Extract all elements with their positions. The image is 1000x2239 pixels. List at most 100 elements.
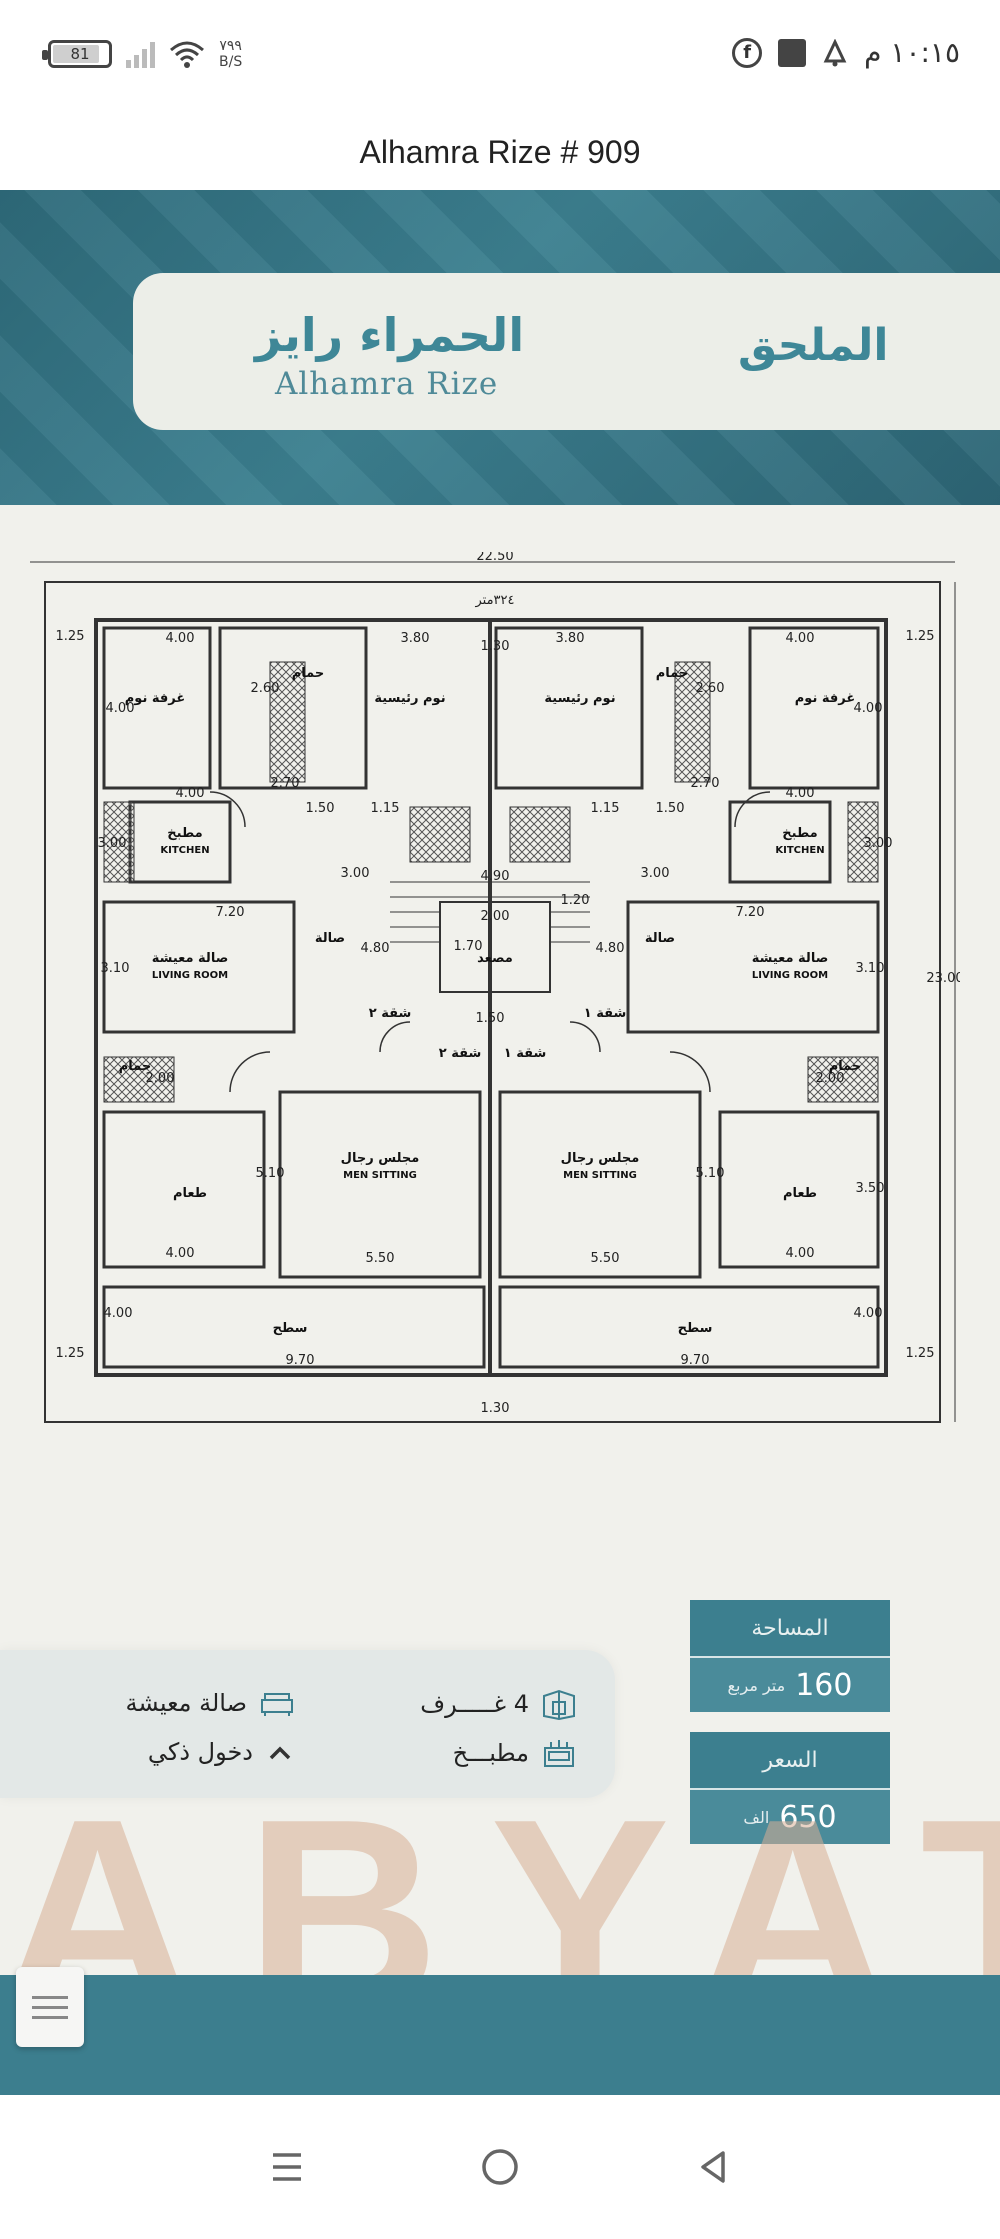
room-master-left: نوم رئيسية bbox=[374, 691, 445, 706]
dim-majlis-w-right: 5.50 bbox=[591, 1251, 620, 1266]
room-kitchen-en-right: KITCHEN bbox=[775, 845, 824, 856]
dim-roof-h-right: 4.00 bbox=[854, 1306, 883, 1321]
back-button[interactable] bbox=[683, 2137, 743, 2197]
room-living-right: صالة معيشة bbox=[752, 951, 829, 966]
home-button[interactable] bbox=[470, 2137, 530, 2197]
room-dining-right: طعام bbox=[783, 1186, 817, 1201]
dim-living-w-left: 7.20 bbox=[216, 905, 245, 920]
room-living-en-left: LIVING ROOM bbox=[152, 970, 228, 981]
dim-roof-h-left: 4.00 bbox=[104, 1306, 133, 1321]
dim-total-height: 23.00 bbox=[926, 971, 960, 986]
footer-band bbox=[0, 1975, 1000, 2095]
dim-dining-h: 3.50 bbox=[856, 1181, 885, 1196]
dim-hall-left: 4.80 bbox=[361, 941, 390, 956]
area-value-box: متر مربع 160 bbox=[690, 1656, 890, 1712]
bell-icon bbox=[823, 38, 847, 66]
dim-bath-top-left: 2.60 bbox=[251, 681, 280, 696]
dim-area: ٣٢٤متر bbox=[474, 593, 514, 608]
dim-small-a-right: 1.50 bbox=[656, 801, 685, 816]
status-bar: 81 ٧٩٩ B/S f ١٠:١٥ م bbox=[0, 0, 1000, 112]
recent-apps-button[interactable] bbox=[257, 2137, 317, 2197]
feature-kitchen: مطبـــخ bbox=[453, 1738, 577, 1768]
room-bath-top-right: حمام bbox=[656, 666, 689, 681]
dim-majlis-h-right: 5.10 bbox=[696, 1166, 725, 1181]
sofa-icon bbox=[261, 1693, 293, 1716]
room-living-left: صالة معيشة bbox=[152, 951, 229, 966]
dim-bedroom-left: 4.00 bbox=[166, 631, 195, 646]
chevron-up-icon bbox=[269, 1746, 291, 1760]
dim-lift-w: 2.00 bbox=[481, 909, 510, 924]
dim-dining-w-right: 4.00 bbox=[786, 1246, 815, 1261]
room-majlis-right: مجلس رجال bbox=[561, 1151, 640, 1166]
dim-small-b-right: 1.15 bbox=[591, 801, 620, 816]
features-panel: 4 غـــــرف صالة معيشة مطبـــخ دخول ذكي bbox=[0, 1650, 615, 1798]
wifi-icon bbox=[170, 41, 204, 68]
dim-kitchen-h-left: 3.00 bbox=[98, 836, 127, 851]
system-nav-bar bbox=[0, 2095, 1000, 2239]
room-bath-left: حمام bbox=[119, 1059, 152, 1074]
dim-kitchen-h-right: 3.00 bbox=[864, 836, 893, 851]
room-dining-left: طعام bbox=[173, 1186, 207, 1201]
signal-icon bbox=[126, 40, 155, 68]
room-bath-right: حمام bbox=[829, 1059, 862, 1074]
dim-majlis-h-left: 5.10 bbox=[256, 1166, 285, 1181]
dim-bedroom-h-right: 4.00 bbox=[854, 701, 883, 716]
dim-roof-w-right: 9.70 bbox=[681, 1353, 710, 1368]
room-roof-right: سطح bbox=[678, 1321, 713, 1336]
room-majlis-left: مجلس رجال bbox=[341, 1151, 420, 1166]
room-majlis-en-right: MEN SITTING bbox=[563, 1170, 637, 1181]
notification-square-icon bbox=[778, 38, 807, 67]
dim-roof-w-left: 9.70 bbox=[286, 1353, 315, 1368]
area-value: 160 bbox=[795, 1667, 853, 1703]
room-apt2-top: شقة ٢ bbox=[369, 1006, 412, 1021]
dim-bedroom-h-left: 4.00 bbox=[106, 701, 135, 716]
room-lift: مصعد bbox=[477, 951, 513, 966]
app-bar: Alhamra Rize # 909 bbox=[0, 112, 1000, 192]
dim-living-h-right: 3.10 bbox=[856, 961, 885, 976]
dim-kitchen-w-right: 4.00 bbox=[786, 786, 815, 801]
dim-kitchen-inner-right: 3.00 bbox=[641, 866, 670, 881]
dim-setback-bottom: 1.30 bbox=[481, 1401, 510, 1416]
dim-corridor-left: 2.70 bbox=[271, 776, 300, 791]
battery-icon: 81 bbox=[42, 40, 112, 68]
area-unit: متر مربع bbox=[727, 1675, 786, 1695]
room-majlis-en-left: MEN SITTING bbox=[343, 1170, 417, 1181]
price-label: السعر bbox=[690, 1732, 890, 1788]
unit-type: الملحق bbox=[738, 320, 889, 371]
dim-living-h-left: 3.10 bbox=[101, 961, 130, 976]
room-bedroom-left: غرفة نوم bbox=[125, 691, 185, 706]
dim-bedroom-right: 4.00 bbox=[786, 631, 815, 646]
kitchen-icon bbox=[544, 1740, 574, 1767]
room-kitchen-right: مطبخ bbox=[782, 826, 817, 841]
recent-apps-icon bbox=[272, 2153, 301, 2181]
price-value-box: الف 650 bbox=[690, 1788, 890, 1844]
room-kitchen-left: مطبخ bbox=[167, 826, 202, 841]
room-kitchen-en-left: KITCHEN bbox=[160, 845, 209, 856]
room-bedroom-right: غرفة نوم bbox=[795, 691, 855, 706]
dim-small-a-left: 1.50 bbox=[306, 801, 335, 816]
menu-button[interactable] bbox=[16, 1967, 84, 2047]
room-apt1-top: شقة ١ bbox=[584, 1006, 627, 1021]
project-name-ar: الحمراء رايز bbox=[255, 308, 525, 362]
battery-level: 81 bbox=[70, 45, 90, 63]
menu-icon bbox=[32, 1995, 68, 1999]
facebook-icon: f bbox=[732, 37, 763, 68]
back-icon bbox=[701, 2151, 726, 2183]
network-speed: ٧٩٩ B/S bbox=[219, 38, 243, 70]
room-hall-left: صالة bbox=[315, 931, 345, 946]
feature-rooms: 4 غـــــرف bbox=[420, 1688, 577, 1720]
project-name-en: Alhamra Rize bbox=[275, 366, 499, 402]
dim-master-right: 3.80 bbox=[556, 631, 585, 646]
dim-dining-w-left: 4.00 bbox=[166, 1246, 195, 1261]
dim-hall-right: 4.80 bbox=[596, 941, 625, 956]
listing-image: الحمراء رايز Alhamra Rize الملحق bbox=[0, 190, 1000, 2095]
room-roof-left: سطح bbox=[273, 1321, 308, 1336]
clock: ١٠:١٥ م bbox=[864, 36, 960, 69]
feature-smart-entry: دخول ذكي bbox=[148, 1738, 295, 1766]
dim-entry: 1.50 bbox=[476, 1011, 505, 1026]
area-label: المساحة bbox=[690, 1600, 890, 1656]
dim-total-width: 22.50 bbox=[476, 552, 513, 564]
dim-side-setback-bl: 1.25 bbox=[56, 1346, 85, 1361]
dim-corridor-right: 2.70 bbox=[691, 776, 720, 791]
title-box bbox=[133, 273, 1000, 430]
